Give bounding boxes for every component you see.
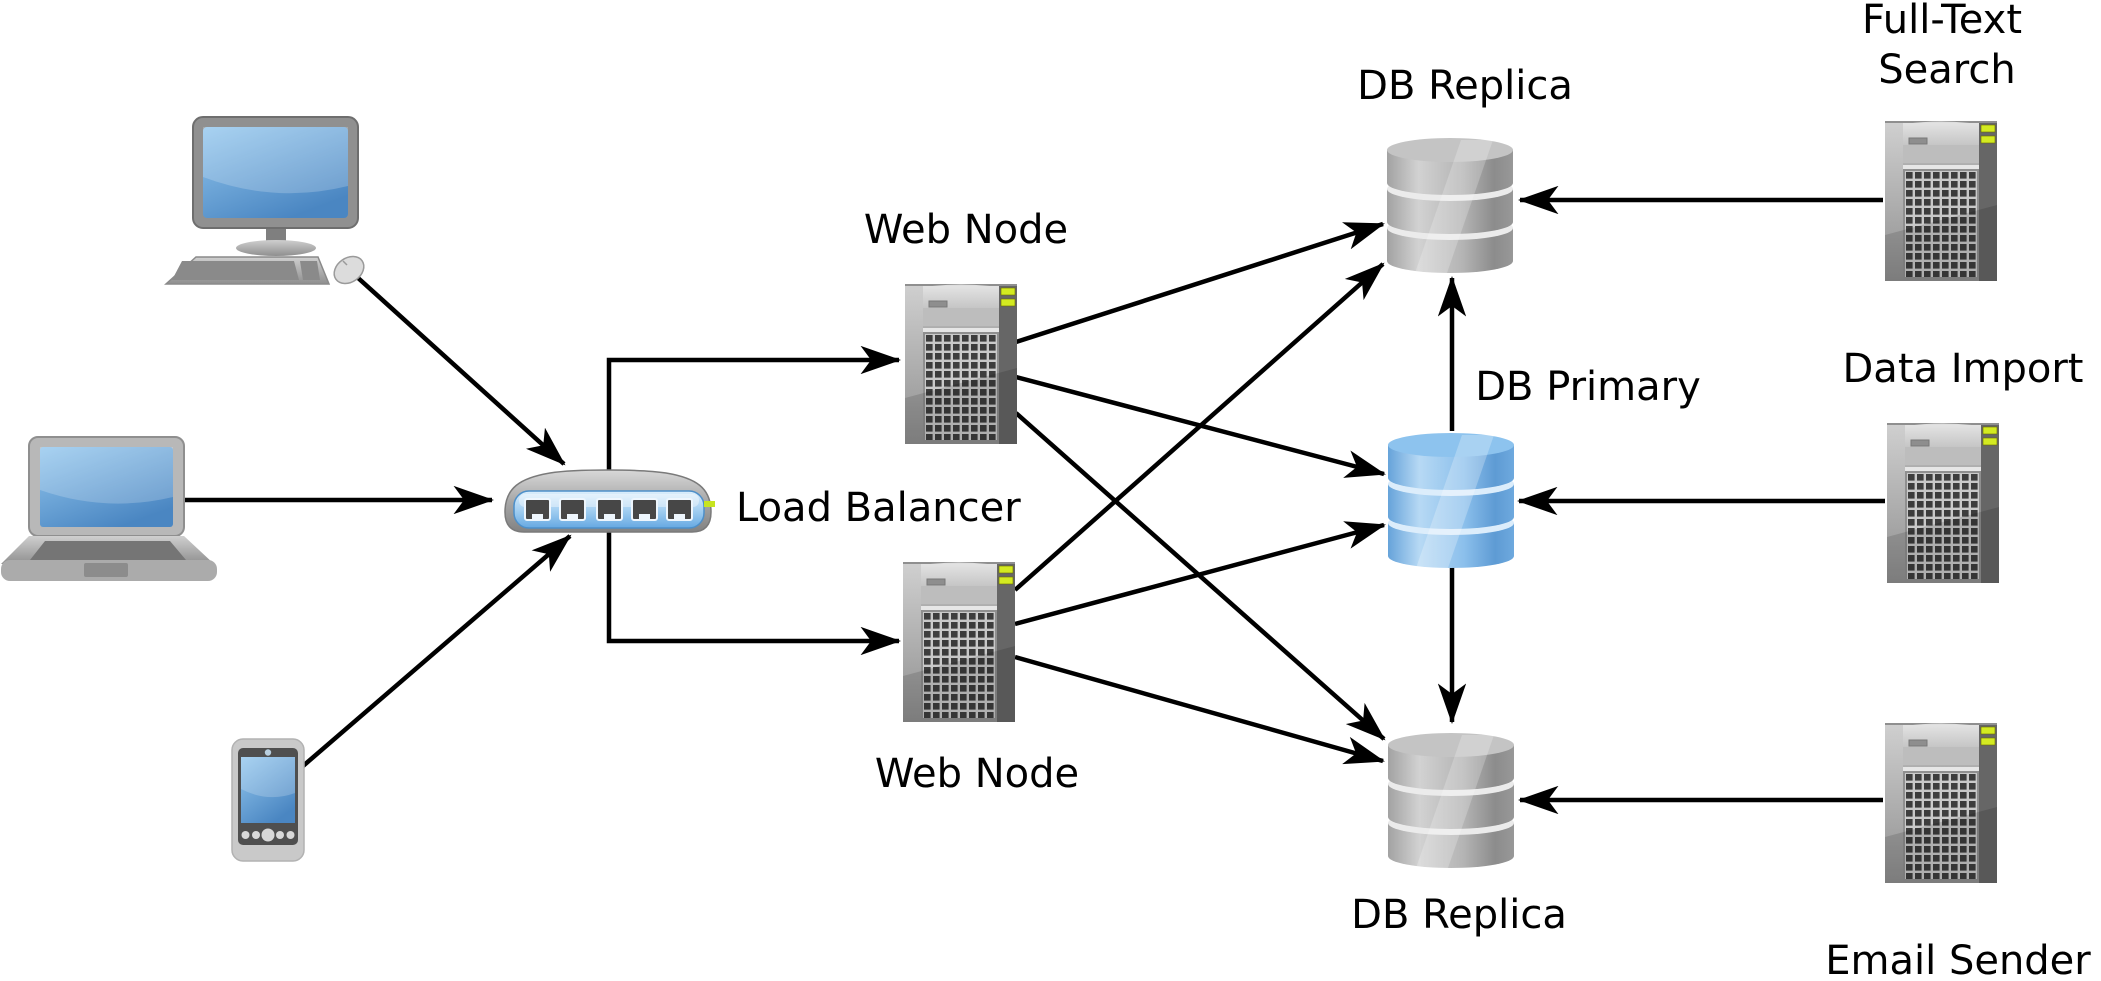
database-cylinder-icon bbox=[1387, 138, 1513, 273]
server-tower-icon bbox=[1883, 119, 1999, 283]
server-tower-icon bbox=[1883, 721, 1999, 885]
network-switch-icon bbox=[504, 469, 715, 533]
laptop-icon bbox=[1, 436, 217, 581]
node-phone-client bbox=[231, 738, 305, 862]
full-text-search-label-line1: Full-Text bbox=[1862, 0, 2022, 43]
web-node-top-label: Web Node bbox=[864, 207, 1068, 253]
load-balancer-label: Load Balancer bbox=[736, 485, 1021, 531]
server-tower-icon bbox=[1885, 421, 2001, 585]
desktop-computer-icon bbox=[164, 116, 365, 285]
node-laptop-client bbox=[1, 436, 217, 581]
node-full-text-search bbox=[1883, 119, 1999, 283]
node-db-primary bbox=[1388, 433, 1514, 568]
node-web-node-top bbox=[903, 282, 1019, 446]
full-text-search-label-line2: Search bbox=[1878, 47, 2015, 93]
switch-led bbox=[704, 501, 715, 507]
edge-web-node-top-to-db-replica-top bbox=[1015, 221, 1385, 345]
node-db-replica-bottom bbox=[1388, 733, 1514, 868]
node-desktop-client bbox=[164, 116, 365, 285]
node-db-replica-top bbox=[1387, 138, 1513, 273]
edge-phone-to-load-balancer bbox=[301, 534, 572, 768]
edges-layer bbox=[183, 185, 1885, 815]
db-replica-bottom-label: DB Replica bbox=[1351, 892, 1567, 938]
node-load-balancer bbox=[504, 469, 715, 533]
email-sender-label: Email Sender bbox=[1825, 938, 2091, 981]
web-node-bottom-label: Web Node bbox=[875, 751, 1079, 797]
server-tower-icon bbox=[903, 282, 1019, 446]
db-replica-top-label: DB Replica bbox=[1357, 63, 1573, 109]
edge-web-node-bottom-to-db-replica-bottom bbox=[1014, 654, 1385, 765]
edge-web-node-bottom-to-db-primary bbox=[1014, 521, 1386, 627]
node-web-node-bottom bbox=[901, 560, 1017, 724]
edge-web-node-bottom-to-db-replica-top bbox=[1013, 262, 1385, 592]
mouse-icon bbox=[333, 255, 365, 285]
db-primary-label: DB Primary bbox=[1475, 364, 1701, 410]
switch-ports bbox=[524, 498, 693, 521]
labels-layer: Load Balancer Web Node Web Node DB Repli… bbox=[736, 0, 2091, 981]
edge-load-balancer-to-web-node-bottom bbox=[606, 505, 902, 656]
server-tower-icon bbox=[901, 560, 1017, 724]
database-cylinder-icon bbox=[1388, 733, 1514, 868]
node-data-import bbox=[1885, 421, 2001, 585]
edge-desktop-to-load-balancer bbox=[355, 275, 566, 466]
node-email-sender bbox=[1883, 721, 1999, 885]
edge-load-balancer-to-web-node-top bbox=[606, 345, 902, 505]
smartphone-icon bbox=[231, 738, 305, 862]
database-cylinder-icon bbox=[1388, 433, 1514, 568]
data-import-label: Data Import bbox=[1843, 346, 2084, 392]
